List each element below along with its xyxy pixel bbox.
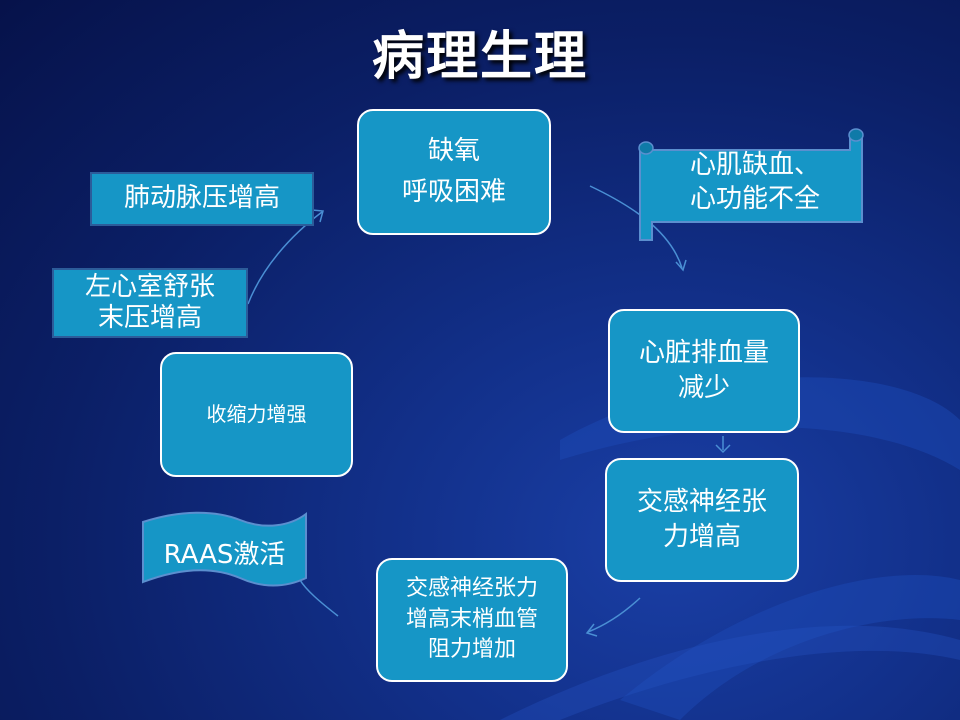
node-sympathetic[interactable]: 交感神经张 力增高 <box>605 458 799 582</box>
node-output-line2: 减少 <box>677 373 730 403</box>
node-sympathetic-line1: 交感神经张 <box>636 486 767 517</box>
node-myocardial-line1: 心肌缺血、 <box>689 150 820 181</box>
node-raas[interactable]: RAAS激活 <box>143 524 306 580</box>
node-myocardial[interactable]: 心肌缺血、 心功能不全 <box>652 144 858 222</box>
node-resistance-line3: 阻力增加 <box>427 637 516 663</box>
node-contract[interactable]: 收缩力增强 <box>160 352 353 477</box>
node-hypoxia-line2: 呼吸困难 <box>401 177 506 207</box>
node-output[interactable]: 心脏排血量 减少 <box>608 309 800 433</box>
node-pap[interactable]: 肺动脉压增高 <box>90 172 314 226</box>
node-lvedp[interactable]: 左心室舒张 末压增高 <box>52 268 248 338</box>
node-resistance-line1: 交感神经张力 <box>405 575 538 601</box>
page-title: 病理生理 <box>371 27 588 87</box>
node-raas-label: RAAS激活 <box>163 539 286 570</box>
node-resistance-line2: 增高末梢血管 <box>405 606 538 632</box>
arrow-sympathetic-to-resistance <box>587 597 641 633</box>
node-hypoxia-line1: 缺氧 <box>427 135 480 166</box>
node-lvedp-line2: 末压增高 <box>97 303 202 333</box>
node-output-line1: 心脏排血量 <box>638 337 769 368</box>
node-lvedp-line1: 左心室舒张 <box>84 271 215 302</box>
node-myocardial-line2: 心功能不全 <box>689 184 820 214</box>
node-contract-label: 收缩力增强 <box>206 402 307 426</box>
node-pap-label: 肺动脉压增高 <box>123 183 280 214</box>
node-sympathetic-line2: 力增高 <box>662 522 741 552</box>
arrow-resistance-to-raas <box>299 579 339 617</box>
node-resistance[interactable]: 交感神经张力 增高末梢血管 阻力增加 <box>376 558 568 682</box>
node-hypoxia[interactable]: 缺氧 呼吸困难 <box>357 109 551 235</box>
